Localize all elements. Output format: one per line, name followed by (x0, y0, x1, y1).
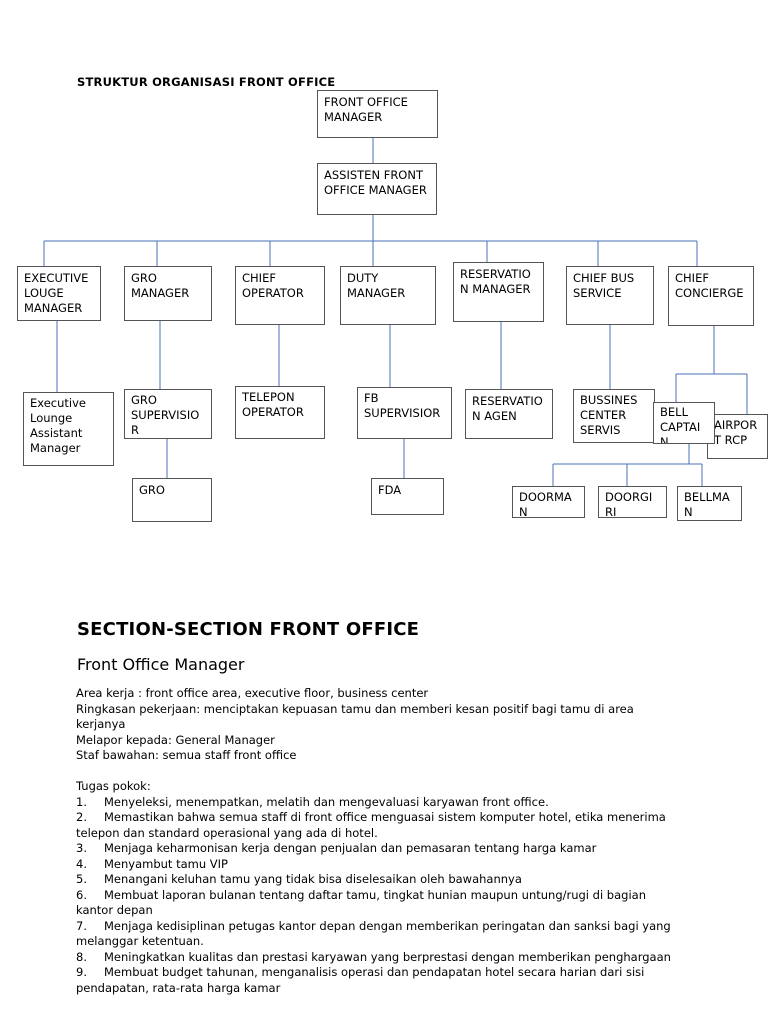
task-text: Memastikan bahwa semua staff di front of… (76, 810, 666, 840)
node-doorman: DOORMA N (512, 486, 585, 518)
node-business-center-service: BUSSINES CENTER SERVIS (573, 389, 655, 443)
org-chart-connectors (43, 138, 748, 486)
task-number: 2. (76, 810, 87, 824)
task-number: 4. (76, 856, 87, 871)
node-reservation-manager: RESERVATIO N MANAGER (453, 262, 544, 322)
node-bell-captain: BELL CAPTAI N (653, 402, 715, 444)
task-item: 6.Membuat laporan bulanan tentang daftar… (76, 888, 681, 919)
task-number: 6. (76, 887, 87, 902)
node-fda: FDA (371, 478, 444, 515)
task-text: Menyeleksi, menempatkan, melatih dan men… (104, 794, 549, 809)
node-gro-supervisor: GRO SUPERVISIO R (124, 389, 212, 439)
task-item: 4. Menyambut tamu VIP (76, 857, 681, 873)
task-item: 2.Memastikan bahwa semua staff di front … (76, 810, 681, 841)
task-number: 5. (76, 872, 87, 886)
subordinate-staff: Staf bawahan: semua staff front office (76, 748, 297, 762)
node-executive-lounge-manager: EXECUTIVE LOUGE MANAGER (17, 266, 101, 321)
task-item: 8. Meningkatkan kualitas dan prestasi kar… (76, 950, 681, 966)
node-chief-concierge: CHIEF CONCIERGE (668, 266, 754, 326)
node-executive-lounge-assistant-manager: Executive Lounge Assistant Manager (23, 392, 114, 466)
task-number: 7. (76, 918, 87, 933)
tasks-label: Tugas pokok: (76, 779, 151, 793)
task-text: Menjaga keharmonisan kerja dengan penjua… (104, 841, 597, 855)
node-telepon-operator: TELEPON OPERATOR (235, 386, 325, 439)
node-assistant-front-office-manager: ASSISTEN FRONT OFFICE MANAGER (317, 163, 437, 215)
task-number: 9. (76, 965, 87, 979)
task-text: Membuat budget tahunan, menganalisis ope… (76, 965, 645, 995)
task-item: 9.Membuat budget tahunan, menganalisis o… (76, 965, 681, 996)
reports-to: Melapor kepada: General Manager (76, 732, 275, 747)
node-duty-manager: DUTY MANAGER (340, 266, 436, 325)
job-summary: Ringkasan pekerjaan: menciptakan kepuasa… (76, 701, 634, 732)
section-subtitle: Front Office Manager (77, 655, 245, 674)
task-item: 3. Menjaga keharmonisan kerja dengan penj… (76, 841, 681, 857)
node-reservation-agent: RESERVATIO N AGEN (465, 389, 553, 439)
task-text: Meningkatkan kualitas dan prestasi karya… (104, 949, 671, 964)
node-front-office-manager: FRONT OFFICE MANAGER (317, 90, 438, 138)
task-text: Menyambut tamu VIP (104, 856, 228, 871)
task-number: 8. (76, 949, 87, 964)
work-area: Area kerja : front office area, executiv… (76, 686, 429, 700)
node-airport-rcp: AIRPOR T RCP (707, 414, 768, 459)
task-number: 1. (76, 794, 87, 809)
task-item: 7.Menjaga kedisiplinan petugas kantor de… (76, 919, 681, 950)
node-chief-operator: CHIEF OPERATOR (235, 266, 325, 325)
task-text: Menjaga kedisiplinan petugas kantor depa… (76, 918, 671, 949)
task-item: 5. Menangani keluhan tamu yang tidak bisa… (76, 872, 681, 888)
task-item: 1. Menyeleksi, menempatkan, melatih dan m… (76, 795, 681, 811)
task-text: Menangani keluhan tamu yang tidak bisa d… (104, 872, 522, 886)
org-chart-title: STRUKTUR ORGANISASI FRONT OFFICE (77, 75, 336, 89)
job-description: Area kerja : front office area, executiv… (76, 686, 681, 996)
node-gro: GRO (132, 478, 212, 522)
node-fb-supervisor: FB SUPERVISIOR (357, 387, 452, 439)
section-title: SECTION-SECTION FRONT OFFICE (77, 619, 420, 640)
node-doorgirl: DOORGI RI (598, 486, 667, 518)
node-gro-manager: GRO MANAGER (124, 266, 212, 321)
node-bellman: BELLMA N (677, 486, 742, 521)
node-chief-bus-service: CHIEF BUS SERVICE (566, 266, 654, 325)
task-text: Membuat laporan bulanan tentang daftar t… (76, 887, 646, 918)
task-number: 3. (76, 841, 87, 855)
